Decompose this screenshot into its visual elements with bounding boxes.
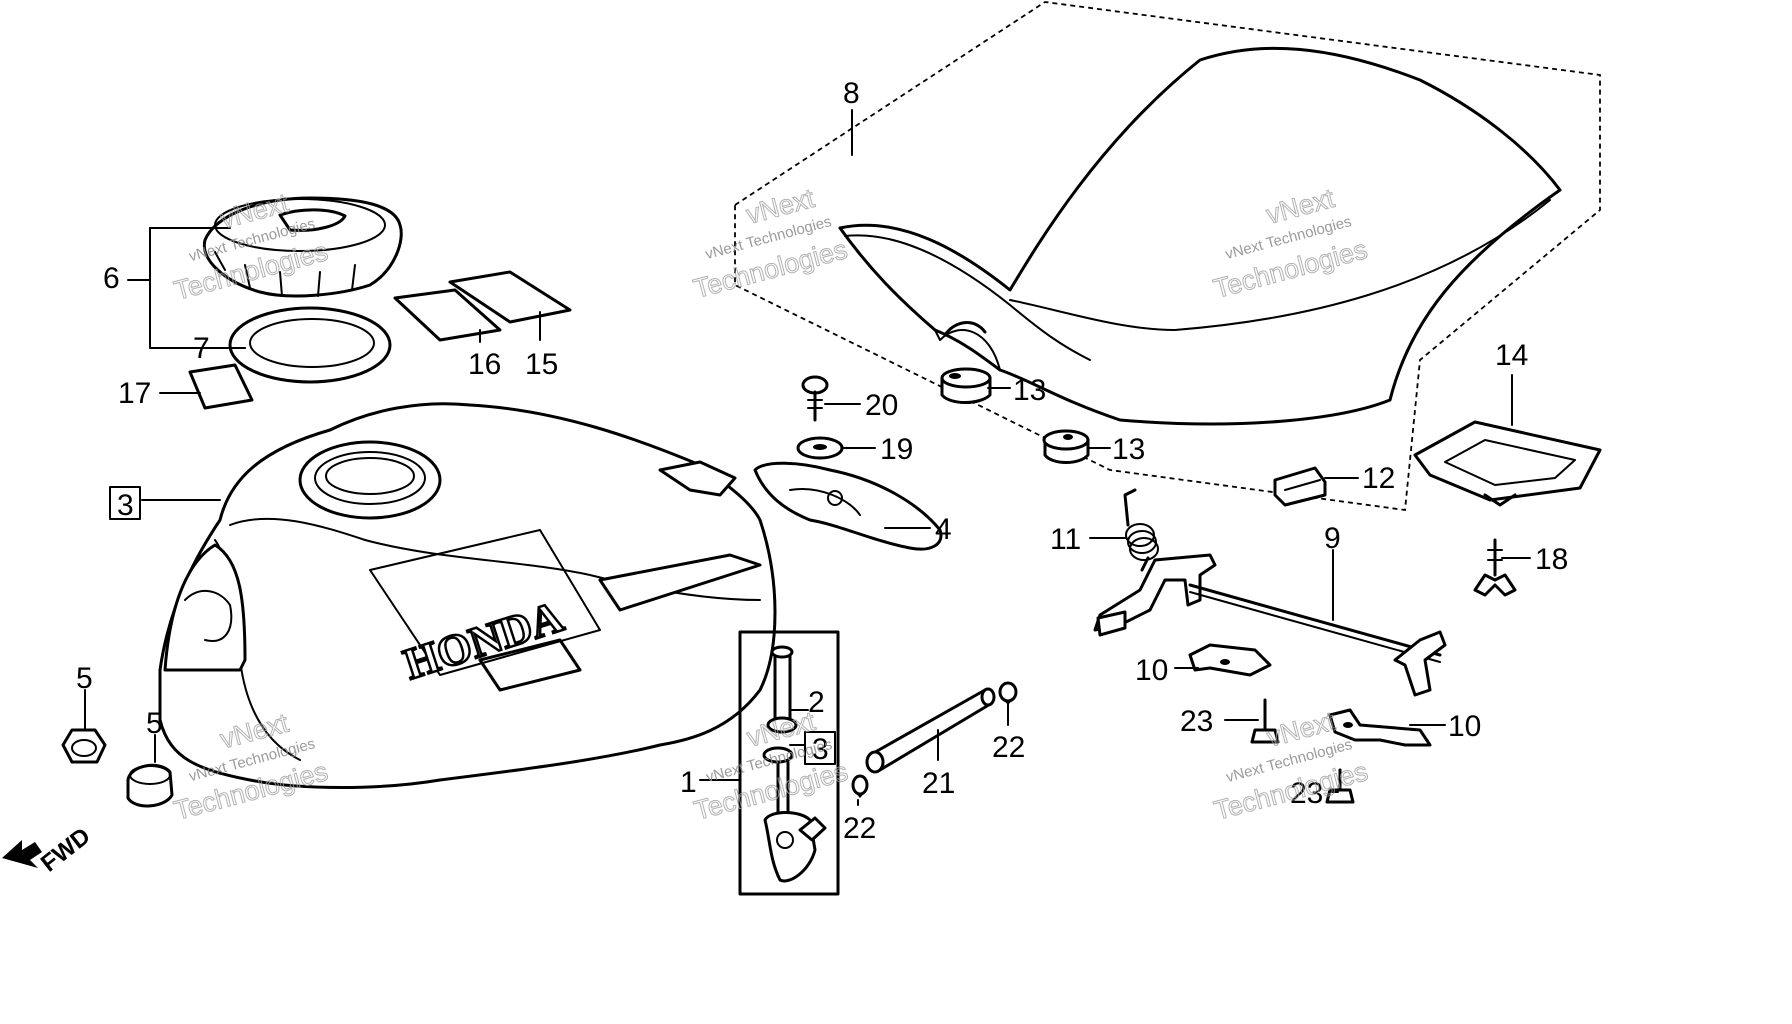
- bracket-part-4[interactable]: [753, 461, 943, 551]
- clip-part-12[interactable]: [1273, 466, 1327, 507]
- label-part-15[interactable]: [448, 270, 572, 324]
- callout-23-lower: 23: [1290, 777, 1323, 810]
- bolt-part-23-upper[interactable]: [1250, 698, 1280, 744]
- callout-22-upper: 22: [992, 731, 1025, 764]
- callout-5-right: 5: [146, 707, 163, 740]
- bracket-part-10-lower[interactable]: [1328, 708, 1432, 747]
- callout-1: 1: [680, 766, 697, 799]
- callout-3: 3: [117, 489, 134, 522]
- fuel-cap-part-6[interactable]: [202, 196, 403, 298]
- callout-20: 20: [865, 389, 898, 422]
- callout-23-upper: 23: [1180, 705, 1213, 738]
- gasket-part-7[interactable]: [228, 306, 392, 384]
- wing-bolt-part-18[interactable]: [1473, 538, 1517, 597]
- fuel-valve-body-part-1[interactable]: [763, 760, 827, 883]
- callout-8: 8: [843, 77, 860, 110]
- callout-2: 2: [808, 686, 825, 719]
- seat-group-outline: [734, 1, 1601, 512]
- callout-16: 16: [468, 348, 501, 381]
- callout-11: 11: [1050, 523, 1081, 556]
- bolt-part-20[interactable]: [801, 375, 829, 422]
- label-part-16[interactable]: [393, 288, 502, 342]
- seat-part-8[interactable]: [838, 46, 1562, 426]
- callout-13-upper: 13: [1013, 374, 1046, 407]
- callout-21: 21: [922, 767, 955, 800]
- callout-7: 7: [193, 332, 210, 365]
- fwd-label: FWD: [36, 823, 96, 878]
- hose-clip-part-22-upper[interactable]: [998, 681, 1018, 705]
- hose-clip-part-22-lower[interactable]: [851, 774, 869, 798]
- callout-numbers: 1 2 3 3 4 5 5 6 7 8 9 10 10 11 12 13 13 …: [76, 77, 1568, 845]
- watermark-top-middle: vNext Technologies vNext Technologies: [690, 182, 851, 304]
- cap-nut-part-5-right[interactable]: [126, 763, 174, 808]
- fwd-direction-arrow: FWD: [2, 823, 96, 878]
- tray-part-14[interactable]: [1413, 420, 1602, 507]
- nut-part-5-left[interactable]: [61, 728, 107, 764]
- leader-lines: [84, 109, 1531, 806]
- rubber-mount-part-13-upper[interactable]: [940, 367, 992, 404]
- callout-3-small: 3: [812, 733, 829, 766]
- callout-10-lower: 10: [1448, 710, 1481, 743]
- label-part-17[interactable]: [188, 363, 254, 410]
- fuel-tank-part-3[interactable]: HONDA: [158, 402, 777, 789]
- fuel-valve-box: [738, 630, 840, 896]
- washer-part-19[interactable]: [796, 436, 844, 460]
- bracket-part-10-upper[interactable]: [1188, 643, 1272, 677]
- callout-18: 18: [1535, 543, 1568, 576]
- callout-10-upper: 10: [1135, 654, 1168, 687]
- callout-5-left: 5: [76, 662, 93, 695]
- callout-3-small-box: [804, 731, 836, 765]
- fuel-hose-part-21[interactable]: [865, 687, 996, 774]
- spring-part-11[interactable]: [1123, 488, 1159, 572]
- callout-3-box: [109, 486, 141, 520]
- callout-14: 14: [1495, 339, 1528, 372]
- callout-19: 19: [880, 433, 913, 466]
- lock-rod-part-9[interactable]: [1093, 553, 1447, 697]
- callout-12: 12: [1362, 462, 1395, 495]
- callout-6: 6: [103, 262, 120, 295]
- callout-15: 15: [525, 348, 558, 381]
- callout-13-lower: 13: [1112, 433, 1145, 466]
- callout-9: 9: [1324, 522, 1341, 555]
- callout-4: 4: [935, 513, 952, 546]
- callout-17: 17: [118, 377, 151, 410]
- rubber-mount-part-13-lower[interactable]: [1042, 429, 1090, 464]
- callout-22-lower: 22: [843, 812, 876, 845]
